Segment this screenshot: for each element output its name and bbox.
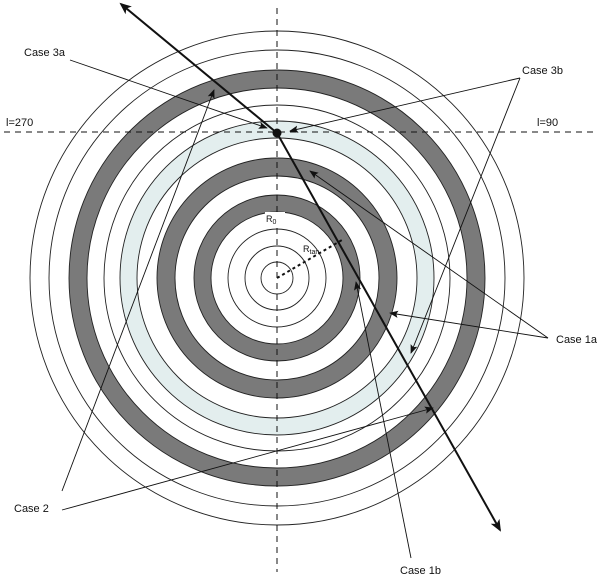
- label-case-3a: Case 3a: [24, 47, 66, 59]
- leader-case-2-far: [61, 406, 434, 511]
- svg-text:Rtan: Rtan: [303, 244, 319, 256]
- annotation-leaders: [61, 59, 549, 559]
- label-l-90: l=90: [537, 117, 558, 129]
- leader-case-1a-inner: [389, 310, 549, 339]
- label-r0-main: R: [266, 214, 273, 224]
- observer-position: [272, 128, 282, 138]
- label-case-2: Case 2: [14, 503, 49, 515]
- tangent-radius-line: [276, 239, 343, 279]
- leader-case-3b-far: [410, 77, 521, 354]
- label-case-1a: Case 1a: [556, 334, 598, 346]
- label-rtan: Rtan: [303, 244, 319, 256]
- label-rtan-sub: tan: [310, 249, 320, 256]
- line-of-sight-arrow: [276, 132, 501, 532]
- label-l-270: l=270: [6, 117, 33, 129]
- leader-case-1a-outer: [309, 170, 549, 339]
- leader-case-2-near: [61, 89, 215, 492]
- label-case-3b: Case 3b: [522, 65, 563, 77]
- label-r0-sub: 0: [273, 219, 277, 226]
- label-rtan-main: R: [303, 244, 310, 254]
- leader-case-3a: [69, 59, 268, 129]
- label-case-1b: Case 1b: [400, 565, 441, 577]
- leader-case-3b: [289, 77, 521, 133]
- line-of-sight-arrow-back: [119, 2, 278, 134]
- svg-text:R0: R0: [266, 214, 277, 226]
- label-r0: R0: [265, 212, 285, 226]
- leader-case-1b: [354, 281, 412, 559]
- concentric-rings: [29, 30, 525, 526]
